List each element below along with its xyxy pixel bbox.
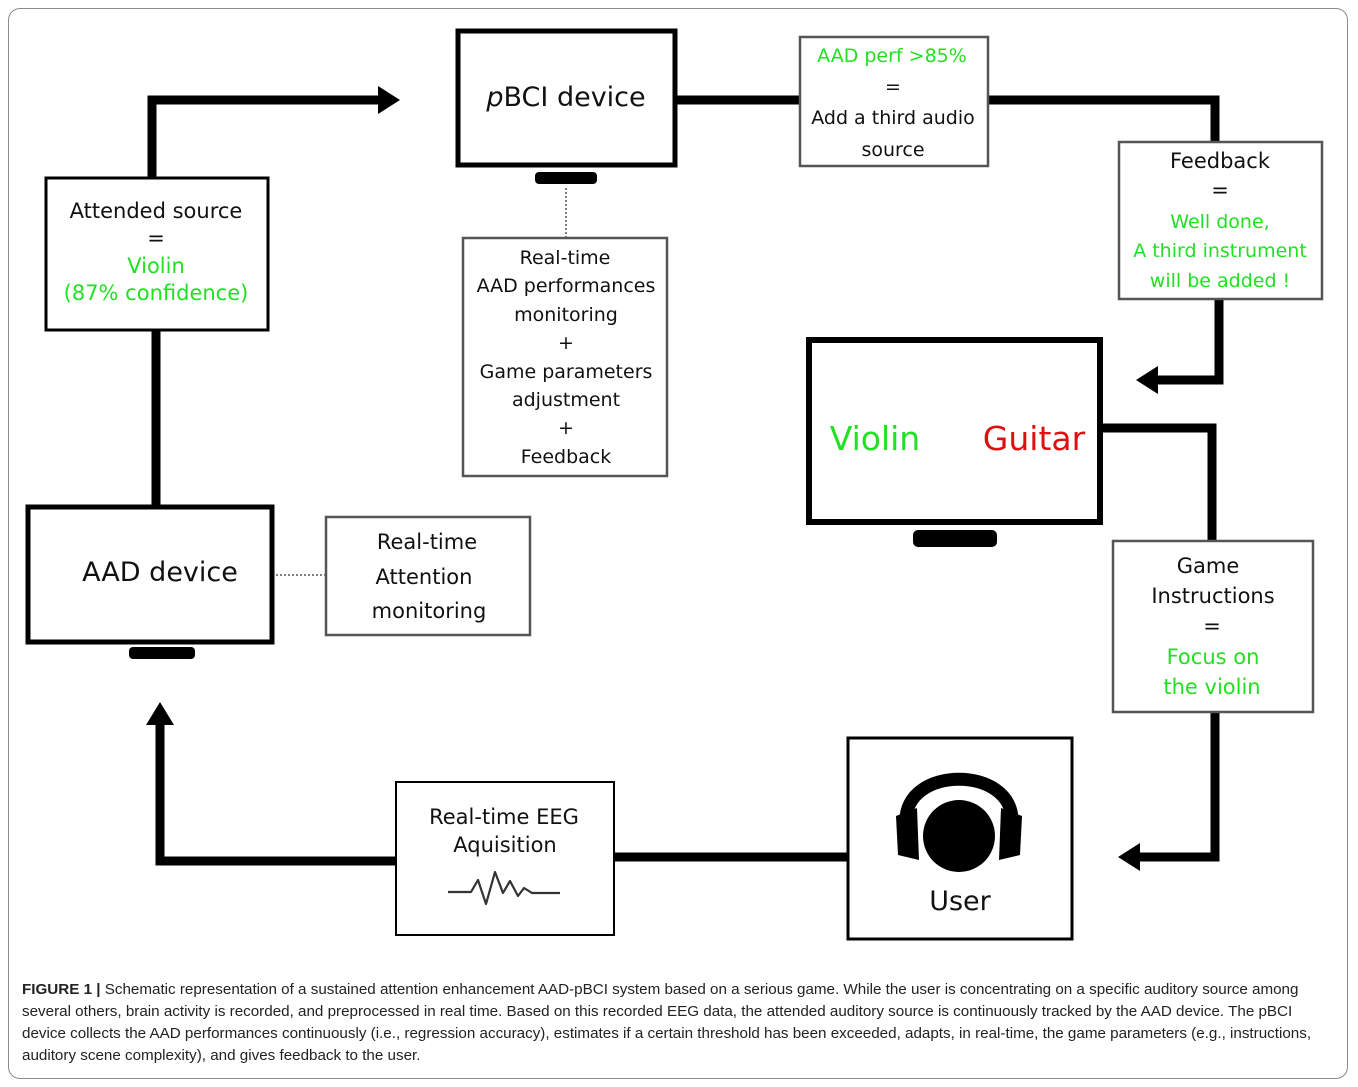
game-instructions-box: Game Instructions = Focus on the violin: [1111, 539, 1315, 714]
monitor-line-6: Feedback: [521, 446, 611, 468]
arrowhead-right: [378, 86, 400, 114]
attended-value: Violin: [127, 254, 185, 278]
instructions-line-1: Game: [1177, 554, 1240, 578]
aad-stand: [129, 647, 195, 659]
threshold-box: AAD perf >85% = Add a third audio source: [798, 35, 990, 168]
arrow-feedback-to-game: [1158, 299, 1224, 385]
performance-monitor-box: Real-time AAD performances monitoring + …: [461, 236, 669, 478]
line-game-to-instructions: [1100, 423, 1217, 541]
line-threshold-to-feedback: [988, 95, 1220, 142]
arrow-attended-to-pbci: [147, 95, 385, 178]
threshold-action-2: source: [861, 139, 924, 161]
monitor-plus-1: +: [558, 332, 574, 354]
eeg-wave-icon: [448, 870, 560, 906]
attention-monitor-box: Real-time Attention monitoring: [324, 515, 532, 637]
monitor-line-3: monitoring: [514, 304, 618, 326]
monitor-line-4: Game parameters: [480, 361, 653, 383]
attended-equals: =: [147, 226, 165, 250]
threshold-equals: =: [885, 76, 901, 98]
feedback-title: Feedback: [1170, 149, 1271, 173]
threshold-action-1: Add a third audio: [811, 107, 975, 129]
arrowhead-left-game: [1136, 366, 1158, 394]
user-box: User: [846, 736, 1074, 941]
game-option-left: Violin: [830, 419, 920, 458]
pbci-device-monitor: pBCI device: [455, 28, 678, 184]
figure-caption: FIGURE 1 | Schematic representation of a…: [22, 979, 1322, 1067]
arrowhead-left-user: [1118, 843, 1140, 871]
aad-label: AAD device: [82, 557, 238, 588]
threshold-condition: AAD perf >85%: [817, 45, 967, 67]
attended-source-box: Attended source = Violin (87% confidence…: [44, 176, 270, 332]
aad-device-monitor: AAD device: [25, 504, 275, 659]
attention-line-3: monitoring: [372, 599, 487, 623]
instructions-line-2: Instructions: [1151, 584, 1274, 608]
instructions-line-3: Focus on: [1167, 645, 1260, 669]
headphones-user-icon: [896, 772, 1022, 872]
monitor-plus-2: +: [558, 417, 574, 439]
monitor-line-2: AAD performances: [477, 275, 656, 297]
pbci-screen: [455, 28, 678, 168]
feedback-line-2: A third instrument: [1133, 240, 1307, 262]
attended-confidence: (87% confidence): [64, 281, 249, 305]
feedback-line-1: Well done,: [1170, 211, 1269, 233]
arrow-eeg-to-aad: [155, 725, 396, 866]
pbci-label: pBCI device: [485, 82, 645, 113]
caption-text: Schematic representation of a sustained …: [22, 981, 1312, 1064]
feedback-line-3: will be added !: [1150, 270, 1290, 292]
attention-line-2: Attention: [376, 565, 473, 589]
eeg-acquisition-box: Real-time EEG Aquisition: [395, 781, 615, 936]
pbci-stand: [535, 172, 597, 184]
connector-lines: [147, 95, 1224, 866]
dotted-links: [272, 188, 567, 576]
monitor-line-5: adjustment: [512, 389, 620, 411]
attention-line-1: Real-time: [377, 530, 477, 554]
game-option-right: Guitar: [983, 419, 1086, 458]
caption-label: FIGURE 1 |: [22, 981, 101, 998]
user-label: User: [929, 886, 991, 917]
eeg-line-1: Real-time EEG: [429, 805, 579, 829]
eeg-line-2: Aquisition: [453, 833, 556, 857]
arrowhead-up: [146, 702, 174, 725]
diagram-canvas: pBCI device Attended source = Violin (87…: [25, 28, 1324, 941]
feedback-box: Feedback = Well done, A third instrument…: [1117, 140, 1324, 301]
monitor-line-1: Real-time: [520, 247, 611, 269]
arrowheads: [146, 86, 1158, 871]
instructions-line-4: the violin: [1163, 675, 1260, 699]
attended-title: Attended source: [70, 199, 243, 223]
game-screen-stand: [913, 530, 997, 547]
game-screen-monitor: Violin Guitar: [806, 337, 1103, 547]
feedback-equals: =: [1211, 178, 1229, 202]
arrow-instructions-to-user: [1140, 712, 1220, 862]
instructions-equals: =: [1203, 614, 1221, 638]
